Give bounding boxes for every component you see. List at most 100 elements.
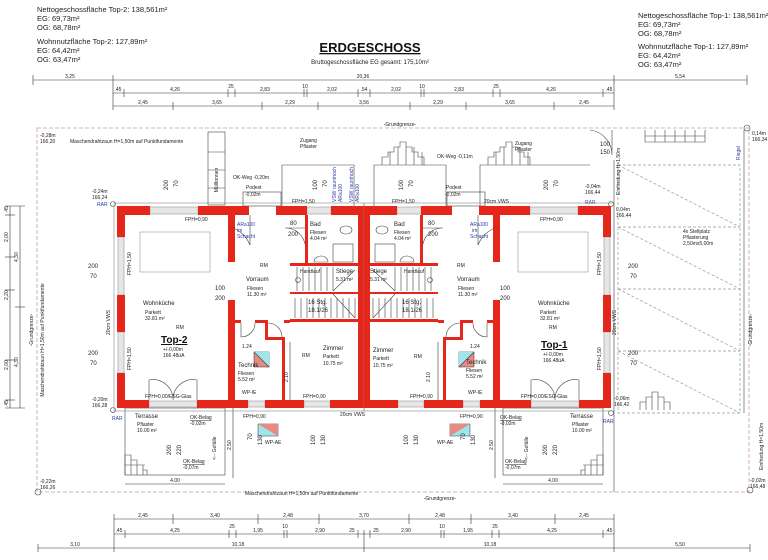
page-subtitle: Bruttogeschossfläche EG gesamt: 175,10m² [311, 60, 429, 66]
level-label: OK-Belag [500, 415, 522, 421]
shaft-label: ARa100 [470, 222, 488, 228]
room-floor: Fliesen [310, 230, 326, 236]
room-area: 10.75 m² [323, 361, 343, 367]
handrail-label: Handlauf [300, 269, 321, 275]
room-area: 5.31 m² [370, 277, 387, 283]
opening-dim: 70 [630, 274, 637, 280]
opening-dim: 80 [428, 221, 435, 227]
dim-label: 3,25 [65, 74, 75, 80]
dim-label: .45 [115, 87, 122, 93]
page-title: ERDGESCHOSS [319, 40, 420, 55]
window-label: FPH=1,50 [597, 252, 603, 275]
wohn-og-top2: OG: 63,47m² [37, 55, 81, 64]
room-floor: Fliesen [394, 230, 410, 236]
unit-level: +/-0,00m [163, 347, 183, 353]
elevation: -0,20m [92, 397, 108, 403]
opening-dim: 70 [554, 180, 560, 187]
dim-label: 3,10 [70, 542, 80, 548]
handrail-label: Handlauf [404, 269, 425, 275]
dim-label: 1.24 [470, 344, 480, 350]
dim-label: 2,02 [391, 87, 401, 93]
dim-label: 10,18 [232, 542, 245, 548]
window-label: FPH=1,50 [597, 347, 603, 370]
window-label: FPH=1,50 [127, 347, 133, 370]
dim-label: 2,45 [138, 513, 148, 519]
zugang-label: Pflaster [300, 144, 317, 150]
netto-top2: Nettogeschossfläche Top-2: 138,561m² [37, 5, 168, 14]
window-label: FPH=1,50 [392, 199, 415, 205]
opening-dim: 130 [258, 434, 264, 445]
room-area: 10.00 m² [137, 428, 157, 434]
room-name: Bad [394, 222, 405, 228]
netto-eg-top1: EG: 69,73m² [638, 20, 681, 29]
fence-label: Maschendrahtzaun H=1,50m auf Punktfundam… [245, 491, 358, 497]
dim-label: .54 [361, 87, 368, 93]
opening-dim: 100 [600, 142, 611, 148]
room-area: 10.00 m² [572, 428, 592, 434]
vsw-label: VSW raumhoch [332, 167, 338, 202]
elevation: 0,04m [616, 207, 630, 213]
room-area: 5.52 m² [466, 374, 483, 380]
wp-ae-label: WP-AE [437, 440, 454, 446]
dim-label: 2,83 [454, 87, 464, 93]
vws-label: 20cm VWS [484, 199, 510, 205]
dim-label: 1,95 [253, 528, 263, 534]
opening-dim: 100 [215, 286, 226, 292]
window-label: FPH=0,90 [460, 414, 483, 420]
window-label: FPH=0,90 [410, 394, 433, 400]
elevation: -0,04m [585, 184, 601, 190]
unit-name: Top-1 [541, 340, 568, 351]
dim-label: 4.00 [548, 478, 558, 484]
dim-label: 2,00 [4, 360, 10, 370]
dim-label: 25 [349, 528, 355, 534]
boundary-label: -Grundgrenze- [748, 313, 754, 346]
boundary-label: -Grundgrenze- [29, 313, 35, 346]
room-area: 11.30 m² [247, 292, 267, 298]
room-name: Vorraum [246, 277, 269, 283]
opening-dim: 200 [88, 264, 99, 270]
window-label: FPH=0,90 [540, 217, 563, 223]
dim-label: 1,95 [463, 528, 473, 534]
opening-dim: 100 [404, 434, 410, 445]
opening-dim: 200 [428, 232, 439, 238]
room-name: Bad [310, 222, 321, 228]
netto-og-top1: OG: 68,78m² [638, 29, 682, 38]
fence-label: Maschendrahtzaun H=1,50m auf Punktfundam… [70, 139, 183, 145]
room-area: 5.31 m² [336, 277, 353, 283]
stairs-label: 16 Stg. [308, 300, 327, 306]
podest-label: -0,02m [245, 192, 261, 198]
netto-og-top2: OG: 68,78m² [37, 23, 81, 32]
parking-label: 4x Stellplatz [683, 229, 710, 235]
dim-label: .45 [116, 528, 123, 534]
room-area: 5.52 m² [238, 377, 255, 383]
room-area: 4.04 m² [310, 236, 327, 242]
vsw-label: ARa100 [338, 184, 344, 202]
dim-label: .45 [4, 400, 10, 407]
wp-ie-label: WP-IE [468, 390, 483, 396]
unit-abs-level: 166.48üA [163, 353, 185, 359]
dim-label: 25 [229, 524, 235, 530]
survey-point [34, 488, 42, 496]
dim-label: 10,18 [484, 542, 497, 548]
dim-label: .45 [606, 87, 613, 93]
room-area: 11.30 m² [458, 292, 478, 298]
dim-label: 4,25 [170, 528, 180, 534]
room-floor: Parkett [323, 354, 339, 360]
dim-label: 2,90 [315, 528, 325, 534]
left-dimensions: .45 2,00 4,30 2,20 4,30 2,00 .45 [4, 205, 25, 409]
opening-dim: 70 [248, 433, 254, 440]
bins-label: Mülltonnen [214, 168, 220, 193]
room-floor: Fliesen [458, 286, 474, 292]
dim-label: .45 [4, 206, 10, 213]
dim-label: 10 [419, 84, 425, 90]
level-label: OK-Belag [190, 415, 212, 421]
opening-dim: 200 [167, 444, 173, 455]
podest-label: -0,02m [445, 192, 461, 198]
parking-label: Pflasterung [683, 235, 709, 241]
dim-label: 4,26 [170, 87, 180, 93]
room-area: 10.75 m² [373, 363, 393, 369]
dim-label: 4.00 [170, 478, 180, 484]
level-label: OK-Belag [505, 459, 527, 465]
opening-dim: 70 [409, 180, 415, 187]
slope-label: <-- Gefälle [212, 436, 218, 460]
